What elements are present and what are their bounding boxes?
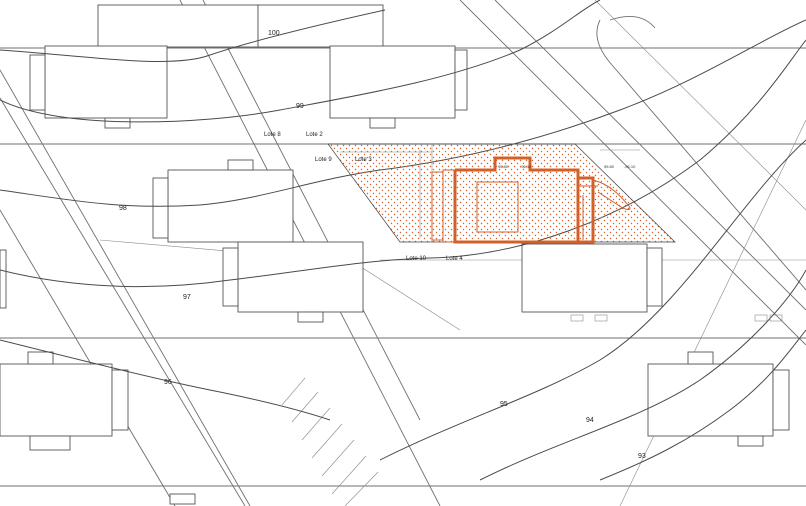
- level-mark: 95.80: [498, 164, 509, 169]
- lot-label-2: Lote 2: [306, 132, 323, 138]
- contour-label-98: 98: [119, 205, 127, 212]
- lot-label-4: Lote 4: [446, 256, 463, 262]
- contour-label-100: 100: [268, 30, 280, 37]
- contour-label-95: 95: [500, 401, 508, 408]
- contour-label-94: 94: [586, 417, 594, 424]
- lot-label-9: Lote 9: [315, 157, 332, 163]
- contour-label-93: 93: [638, 453, 646, 460]
- buildings: [0, 4, 790, 505]
- level-mark: -96.10: [624, 164, 636, 169]
- level-tag: [570, 314, 584, 322]
- level-tag: [754, 314, 768, 322]
- level-mark: -96.10: [520, 164, 532, 169]
- lot-label-3: Lote 3: [355, 157, 372, 163]
- contour-label-99: 99: [296, 103, 304, 110]
- contour-label-97: 97: [183, 294, 191, 301]
- lot-label-10: Lote 10: [406, 256, 427, 262]
- lot-label-8: Lote 8: [264, 132, 281, 138]
- level-tag: [769, 314, 783, 322]
- level-tag: [594, 314, 608, 322]
- proposed-house: [431, 156, 631, 244]
- contour-lines: [0, 0, 806, 481]
- contour-label-96: 96: [164, 379, 172, 386]
- level-mark: 95.80: [604, 164, 615, 169]
